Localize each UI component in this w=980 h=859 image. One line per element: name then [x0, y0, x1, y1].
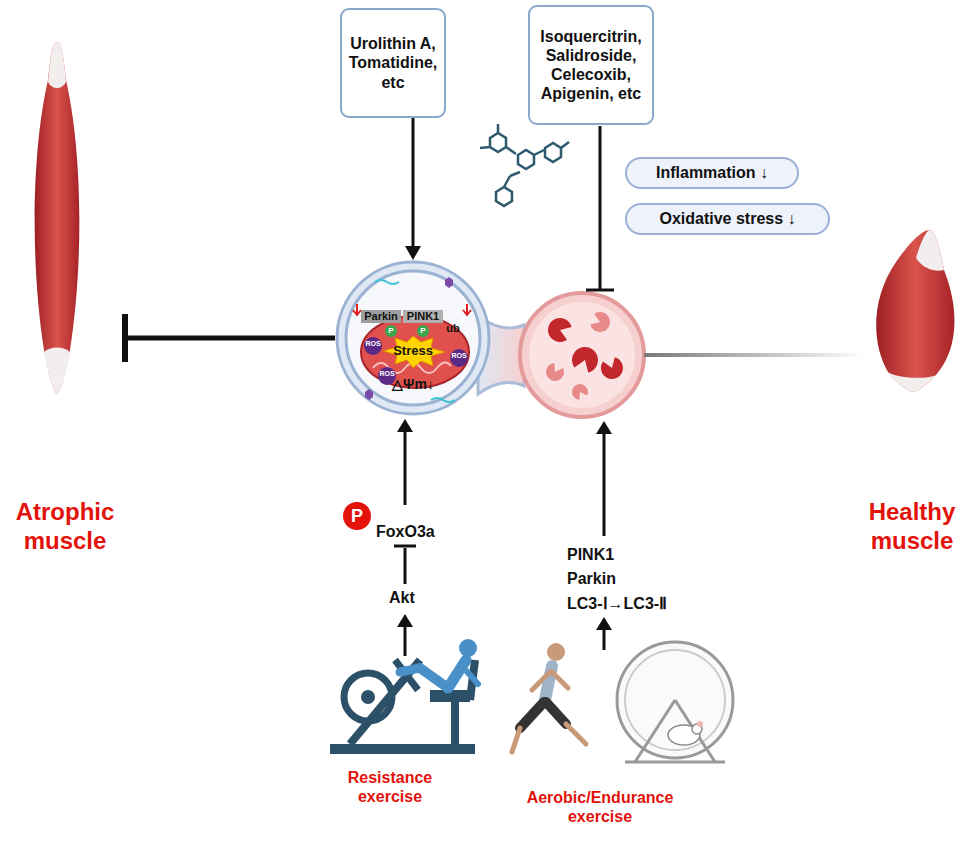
exercise-label: Aerobic/Endurance exercise — [505, 788, 695, 826]
node-text: Urolithin A, Tomatidine, etc — [346, 34, 440, 92]
molecule-icon — [480, 124, 569, 206]
enzyme-shape — [546, 363, 564, 381]
autophagosome-art — [335, 260, 491, 416]
effect-pill: Oxidative stress ↓ — [625, 203, 830, 235]
exercise-label: Resistance exercise — [325, 768, 455, 806]
node-text: Isoquercitrin, Salidroside, Celecoxib, A… — [534, 27, 648, 104]
inhibition-line — [586, 126, 614, 290]
node-text: Inflammation ↓ — [656, 163, 768, 182]
connector — [412, 118, 415, 250]
outcome-line — [644, 353, 864, 357]
compound-box: Isoquercitrin, Salidroside, Celecoxib, A… — [528, 5, 654, 125]
pathway-label: Akt — [389, 588, 429, 607]
muscle-label: Healthy muscle — [847, 498, 977, 556]
pathway-label: FoxO3a — [376, 522, 446, 541]
pathway-label: Parkin — [567, 569, 637, 588]
muscle-node: Atrophic muscle — [5, 30, 125, 570]
lysosome-lumen — [529, 302, 635, 408]
lysosome — [520, 293, 644, 417]
pathway-label: PINK1 — [567, 545, 637, 564]
connector — [122, 314, 128, 362]
membrane-potential-label: △Ψm↓ — [375, 376, 451, 393]
ros-label: ROS — [363, 340, 383, 348]
phospho-mark: P — [385, 325, 397, 337]
phospho-mark: P — [417, 325, 429, 337]
pathway-label: LC3-Ⅰ→LC3-Ⅱ — [567, 594, 687, 613]
enzyme-shape — [548, 318, 572, 342]
protein-tag: PINK1 — [403, 310, 443, 323]
stress-label: Stress — [383, 343, 443, 359]
leg-press-icon — [330, 639, 478, 754]
connector — [125, 336, 335, 341]
enzyme-shape — [572, 347, 598, 373]
enzyme-shape — [572, 384, 588, 400]
autophagosome: ParkinPINK1ubStress △Ψm↓ — [335, 260, 491, 416]
effect-pill: Inflammation ↓ — [625, 157, 799, 189]
lysosomal-enzymes — [546, 312, 623, 400]
arrowhead — [405, 246, 421, 260]
enzyme-shape — [601, 357, 623, 379]
node-text: Oxidative stress ↓ — [659, 209, 795, 228]
enzyme-shape — [590, 312, 610, 332]
atrophic-muscle — [35, 42, 80, 394]
ros-label: ROS — [377, 370, 397, 378]
muscle-label: Atrophic muscle — [5, 498, 125, 556]
muscle-node: Healthy muscle — [845, 225, 977, 570]
phospho-mark: P — [343, 502, 371, 530]
ros-label: ROS — [449, 352, 469, 360]
ubiquitin-tag: ub — [443, 322, 463, 335]
compound-box: Urolithin A, Tomatidine, etc — [340, 8, 446, 118]
protein-tag: Parkin — [361, 310, 401, 323]
runner-icon — [512, 643, 586, 752]
running-wheel-icon — [617, 642, 733, 762]
healthy-muscle — [876, 230, 954, 392]
